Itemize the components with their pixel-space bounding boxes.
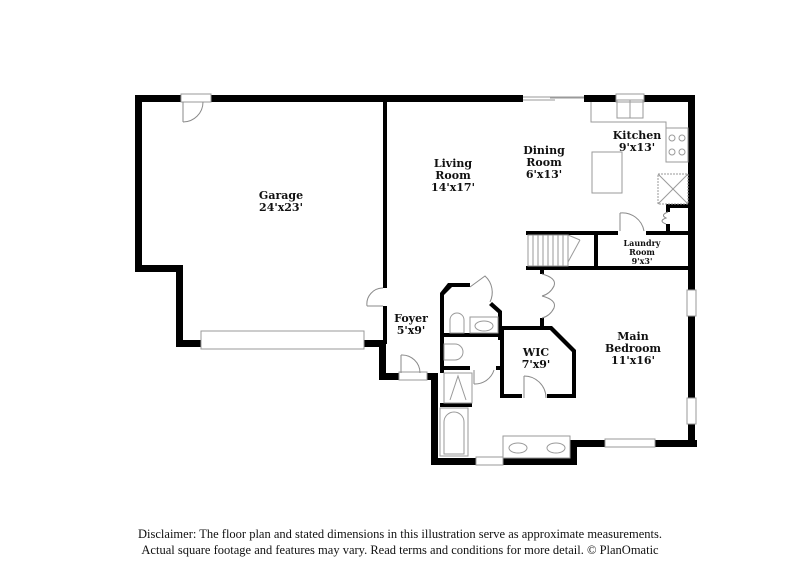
room-label-laundry-room: Laundry Room 9'x3' bbox=[624, 239, 661, 266]
room-dims: 6'x13' bbox=[525, 168, 563, 181]
room-dims: 9'x3' bbox=[631, 256, 653, 266]
room-name: Room bbox=[629, 247, 655, 257]
fixtures bbox=[439, 99, 689, 459]
room-dims: 14'x17' bbox=[431, 181, 475, 194]
room-label-garage: Garage 24'x23' bbox=[259, 190, 303, 214]
room-dims: 11'x16' bbox=[611, 354, 655, 367]
room-dims: 7'x9' bbox=[521, 358, 551, 371]
doors bbox=[182, 101, 669, 399]
room-label-living-room: Living Room 14'x17' bbox=[431, 158, 475, 194]
room-name: Kitchen bbox=[612, 129, 662, 142]
room-dims: 5'x9' bbox=[396, 324, 426, 337]
disclaimer-line-2: Actual square footage and features may v… bbox=[141, 543, 659, 557]
room-name: Room bbox=[435, 169, 471, 182]
interior-walls bbox=[383, 98, 691, 407]
room-label-main-bedroom: Main Bedroom 11'x16' bbox=[605, 331, 661, 367]
room-name: WIC bbox=[522, 346, 550, 359]
room-name: Main bbox=[617, 330, 649, 343]
room-name: Living bbox=[433, 157, 473, 170]
room-label-dining-room: Dining Room 6'x13' bbox=[523, 145, 565, 181]
room-name: Foyer bbox=[394, 312, 428, 325]
room-name: Laundry bbox=[623, 238, 661, 248]
room-label-kitchen: Kitchen 9'x13' bbox=[613, 130, 662, 154]
room-label-foyer: Foyer 5'x9' bbox=[394, 313, 428, 337]
room-dims: 9'x13' bbox=[618, 141, 656, 154]
room-name: Bedroom bbox=[604, 342, 662, 355]
room-name: Garage bbox=[258, 189, 304, 202]
disclaimer-line-1: Disclaimer: The floor plan and stated di… bbox=[138, 527, 662, 541]
room-label-wic: WIC 7'x9' bbox=[522, 347, 551, 371]
room-dims: 24'x23' bbox=[259, 201, 303, 214]
disclaimer: Disclaimer: The floor plan and stated di… bbox=[0, 526, 800, 558]
room-name: Room bbox=[526, 156, 562, 169]
room-name: Dining bbox=[523, 144, 565, 157]
